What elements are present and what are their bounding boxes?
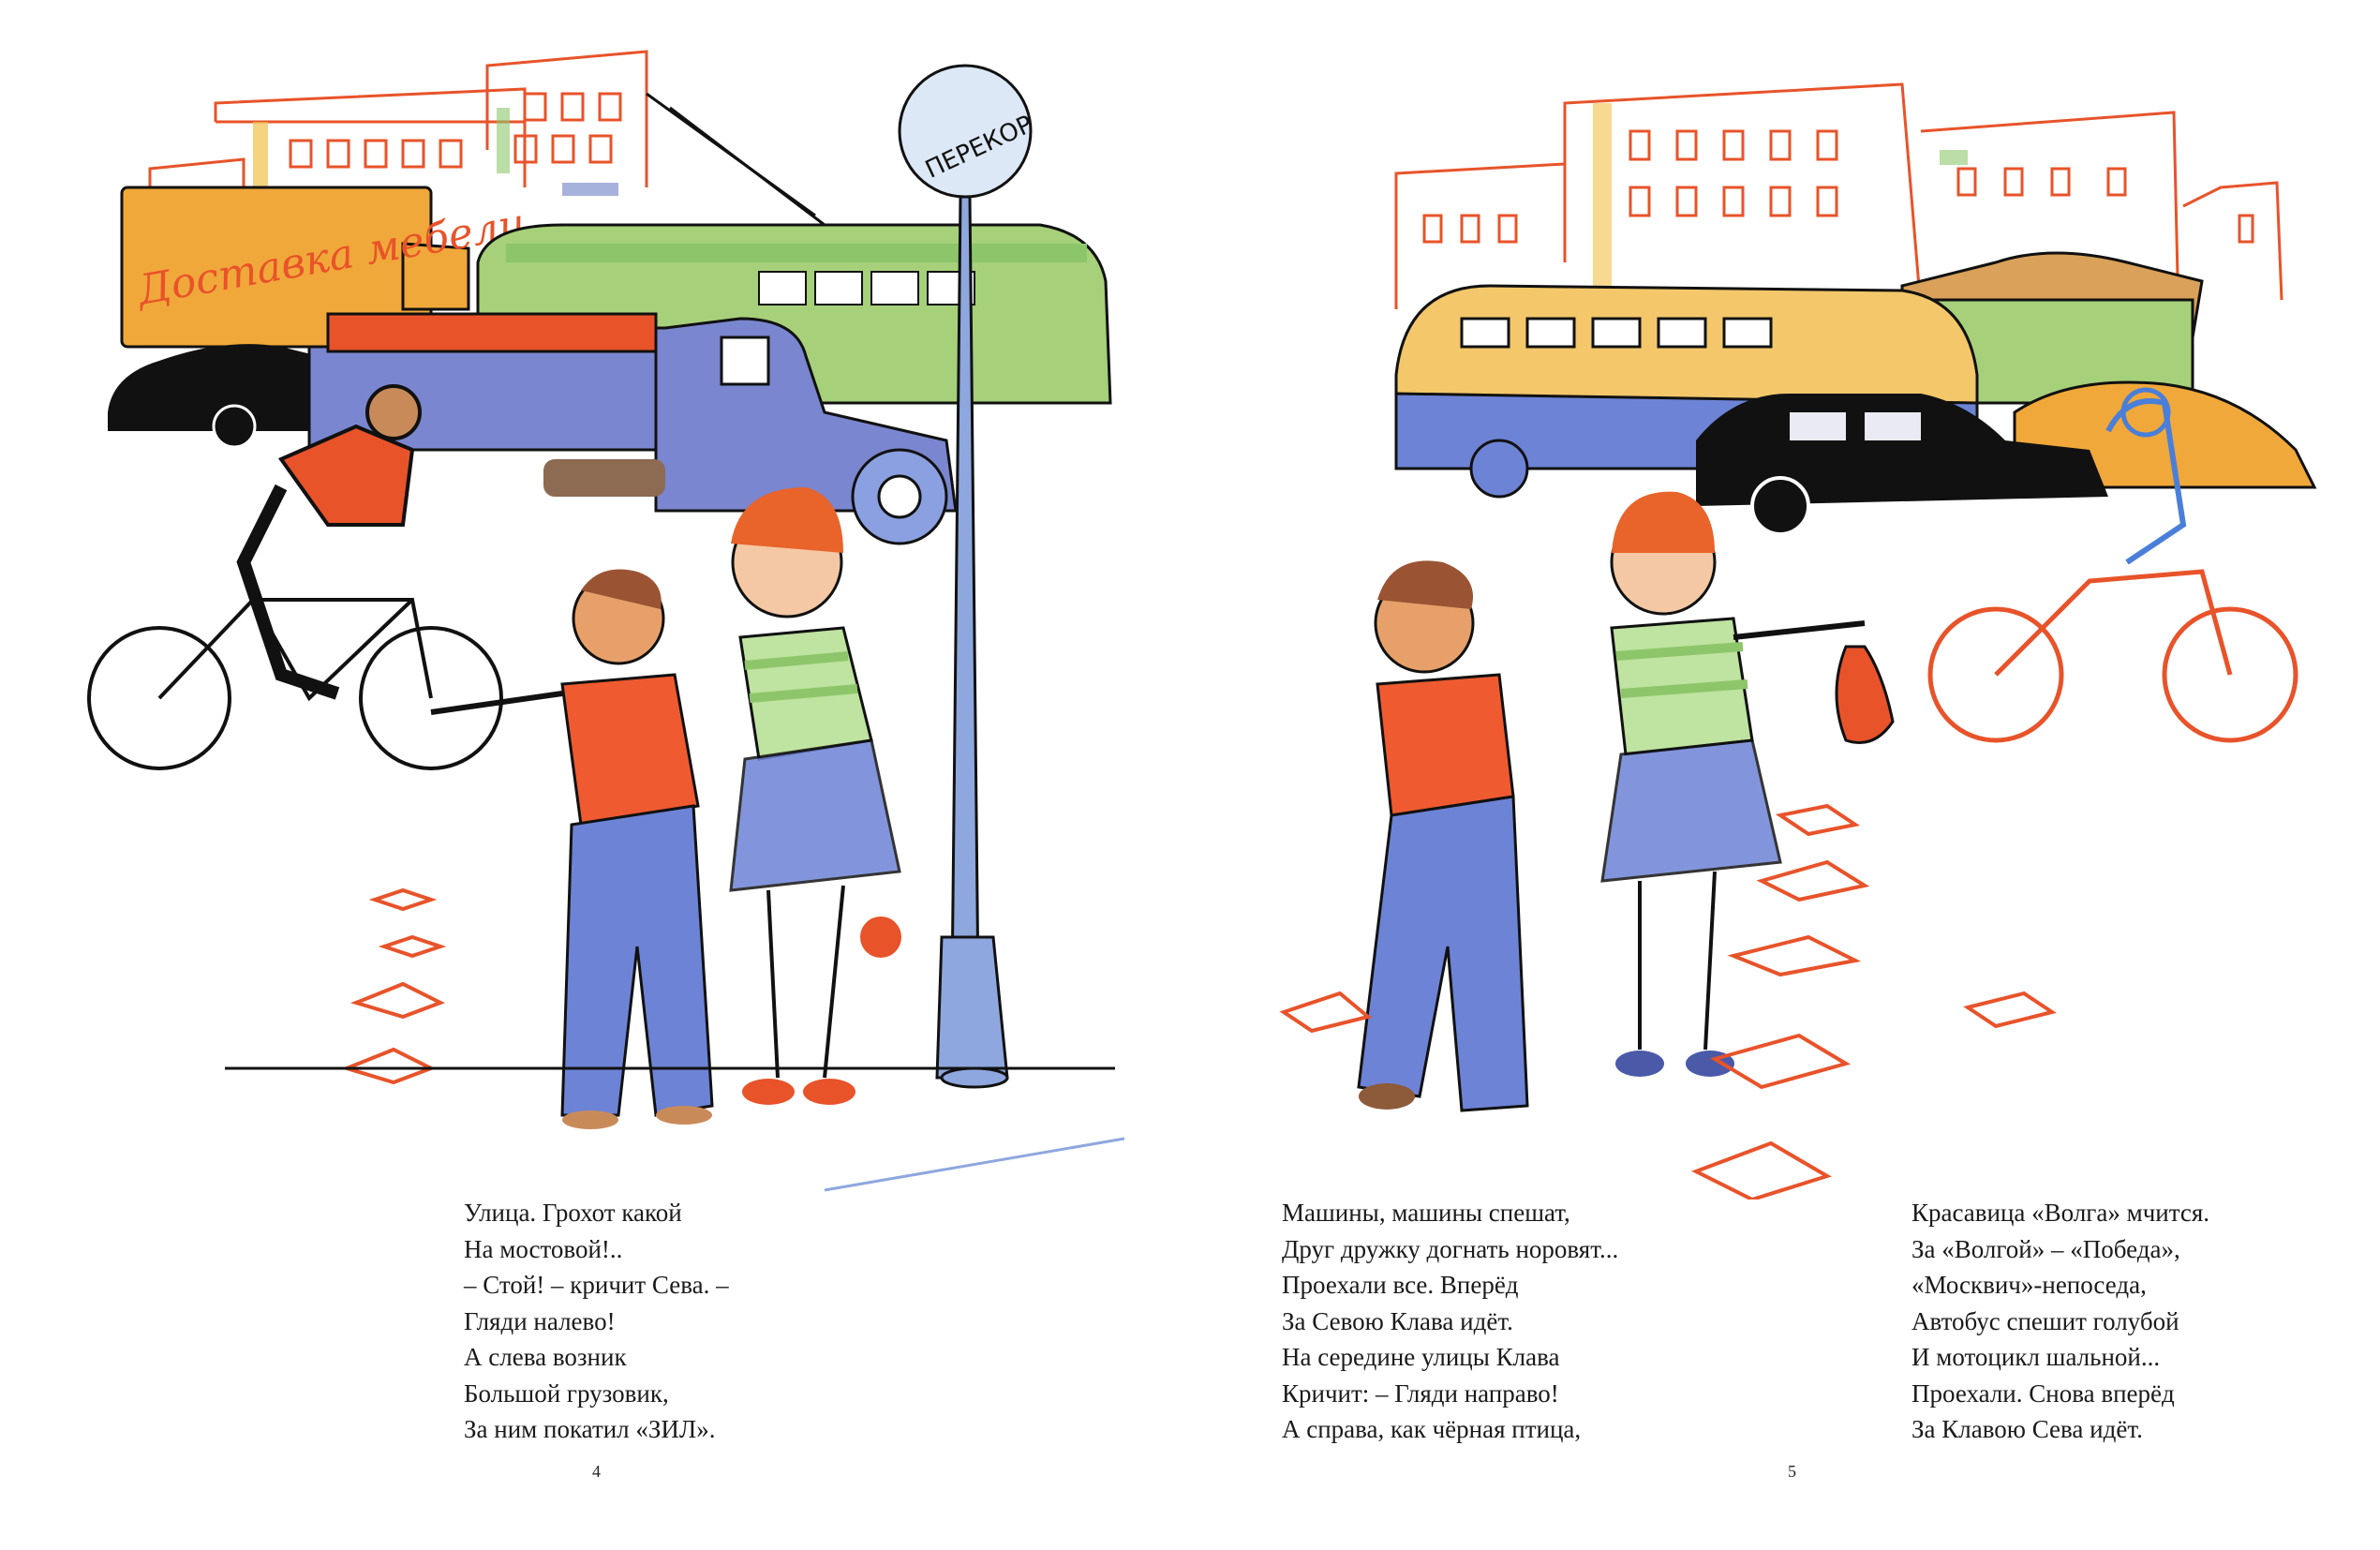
poem-line: На мостовой!.. <box>464 1234 623 1263</box>
cyclist <box>87 384 503 770</box>
poem-line: За «Волгой» – «Победа», <box>1911 1234 2180 1263</box>
motorcycle <box>1927 387 2298 743</box>
boy-figure <box>430 569 714 1129</box>
poem-line: И мотоцикл шальной... <box>1911 1343 2161 1371</box>
road-markings <box>1279 803 2057 1200</box>
right-poem-col2: Красавица «Волга» мчится. За «Волгой» – … <box>1911 1195 2209 1448</box>
poem-line: А справа, как чёрная птица, <box>1282 1415 1582 1443</box>
street-sign: ПЕРЕКОР <box>898 64 1037 1089</box>
poem-line: Автобус спешит голубой <box>1911 1306 2179 1335</box>
girl-figure <box>1600 491 1895 1077</box>
buildings-sketch <box>148 50 648 197</box>
page-number: 5 <box>1788 1462 1796 1481</box>
furniture-truck: Доставка мебели <box>120 186 528 349</box>
poem-line: Друг дружку догнать норовят... <box>1282 1234 1619 1263</box>
poem-line: За Севою Клава идёт. <box>1282 1306 1513 1335</box>
poem-line: Гляди налево! <box>464 1306 616 1335</box>
right-illustration <box>1279 82 2317 1200</box>
girl-figure <box>729 487 901 1105</box>
road-markings <box>340 887 447 1085</box>
right-poem-col1: Машины, машины спешат, Друг дружку догна… <box>1282 1195 1618 1448</box>
left-poem: Улица. Грохот какой На мостовой!.. – Сто… <box>464 1195 729 1448</box>
right-page: Машины, машины спешат, Друг дружку догна… <box>1190 0 2380 1550</box>
poem-line: «Москвич»-непоседа, <box>1911 1271 2147 1299</box>
poem-line: За Клавою Сева идёт. <box>1911 1415 2143 1443</box>
poem-line: Кричит: – Гляди направо! <box>1282 1379 1559 1408</box>
page-number: 4 <box>592 1462 601 1481</box>
poem-line: За ним покатил «ЗИЛ». <box>464 1415 716 1443</box>
poem-line: – Стой! – кричит Сева. – <box>464 1271 729 1299</box>
blue-truck <box>307 312 958 545</box>
black-car-volga <box>1696 394 2108 536</box>
buildings-sketch <box>1394 82 2283 320</box>
poem-line: А слева возник <box>464 1343 627 1371</box>
poem-line: Улица. Грохот какой <box>464 1199 682 1227</box>
left-page: Доставка мебели <box>87 50 1125 1481</box>
poem-line: Проехали все. Вперёд <box>1282 1271 1519 1299</box>
poem-line: На середине улицы Клава <box>1282 1343 1560 1371</box>
left-illustration: Доставка мебели <box>87 50 1125 1192</box>
poem-line: Проехали. Снова вперёд <box>1911 1379 2175 1408</box>
poem-line: Большой грузовик, <box>464 1379 669 1408</box>
black-car <box>108 344 319 449</box>
poem-line: Красавица «Волга» мчится. <box>1911 1199 2210 1227</box>
boy-figure <box>1357 560 1529 1112</box>
poem-line: Машины, машины спешат, <box>1282 1199 1570 1227</box>
